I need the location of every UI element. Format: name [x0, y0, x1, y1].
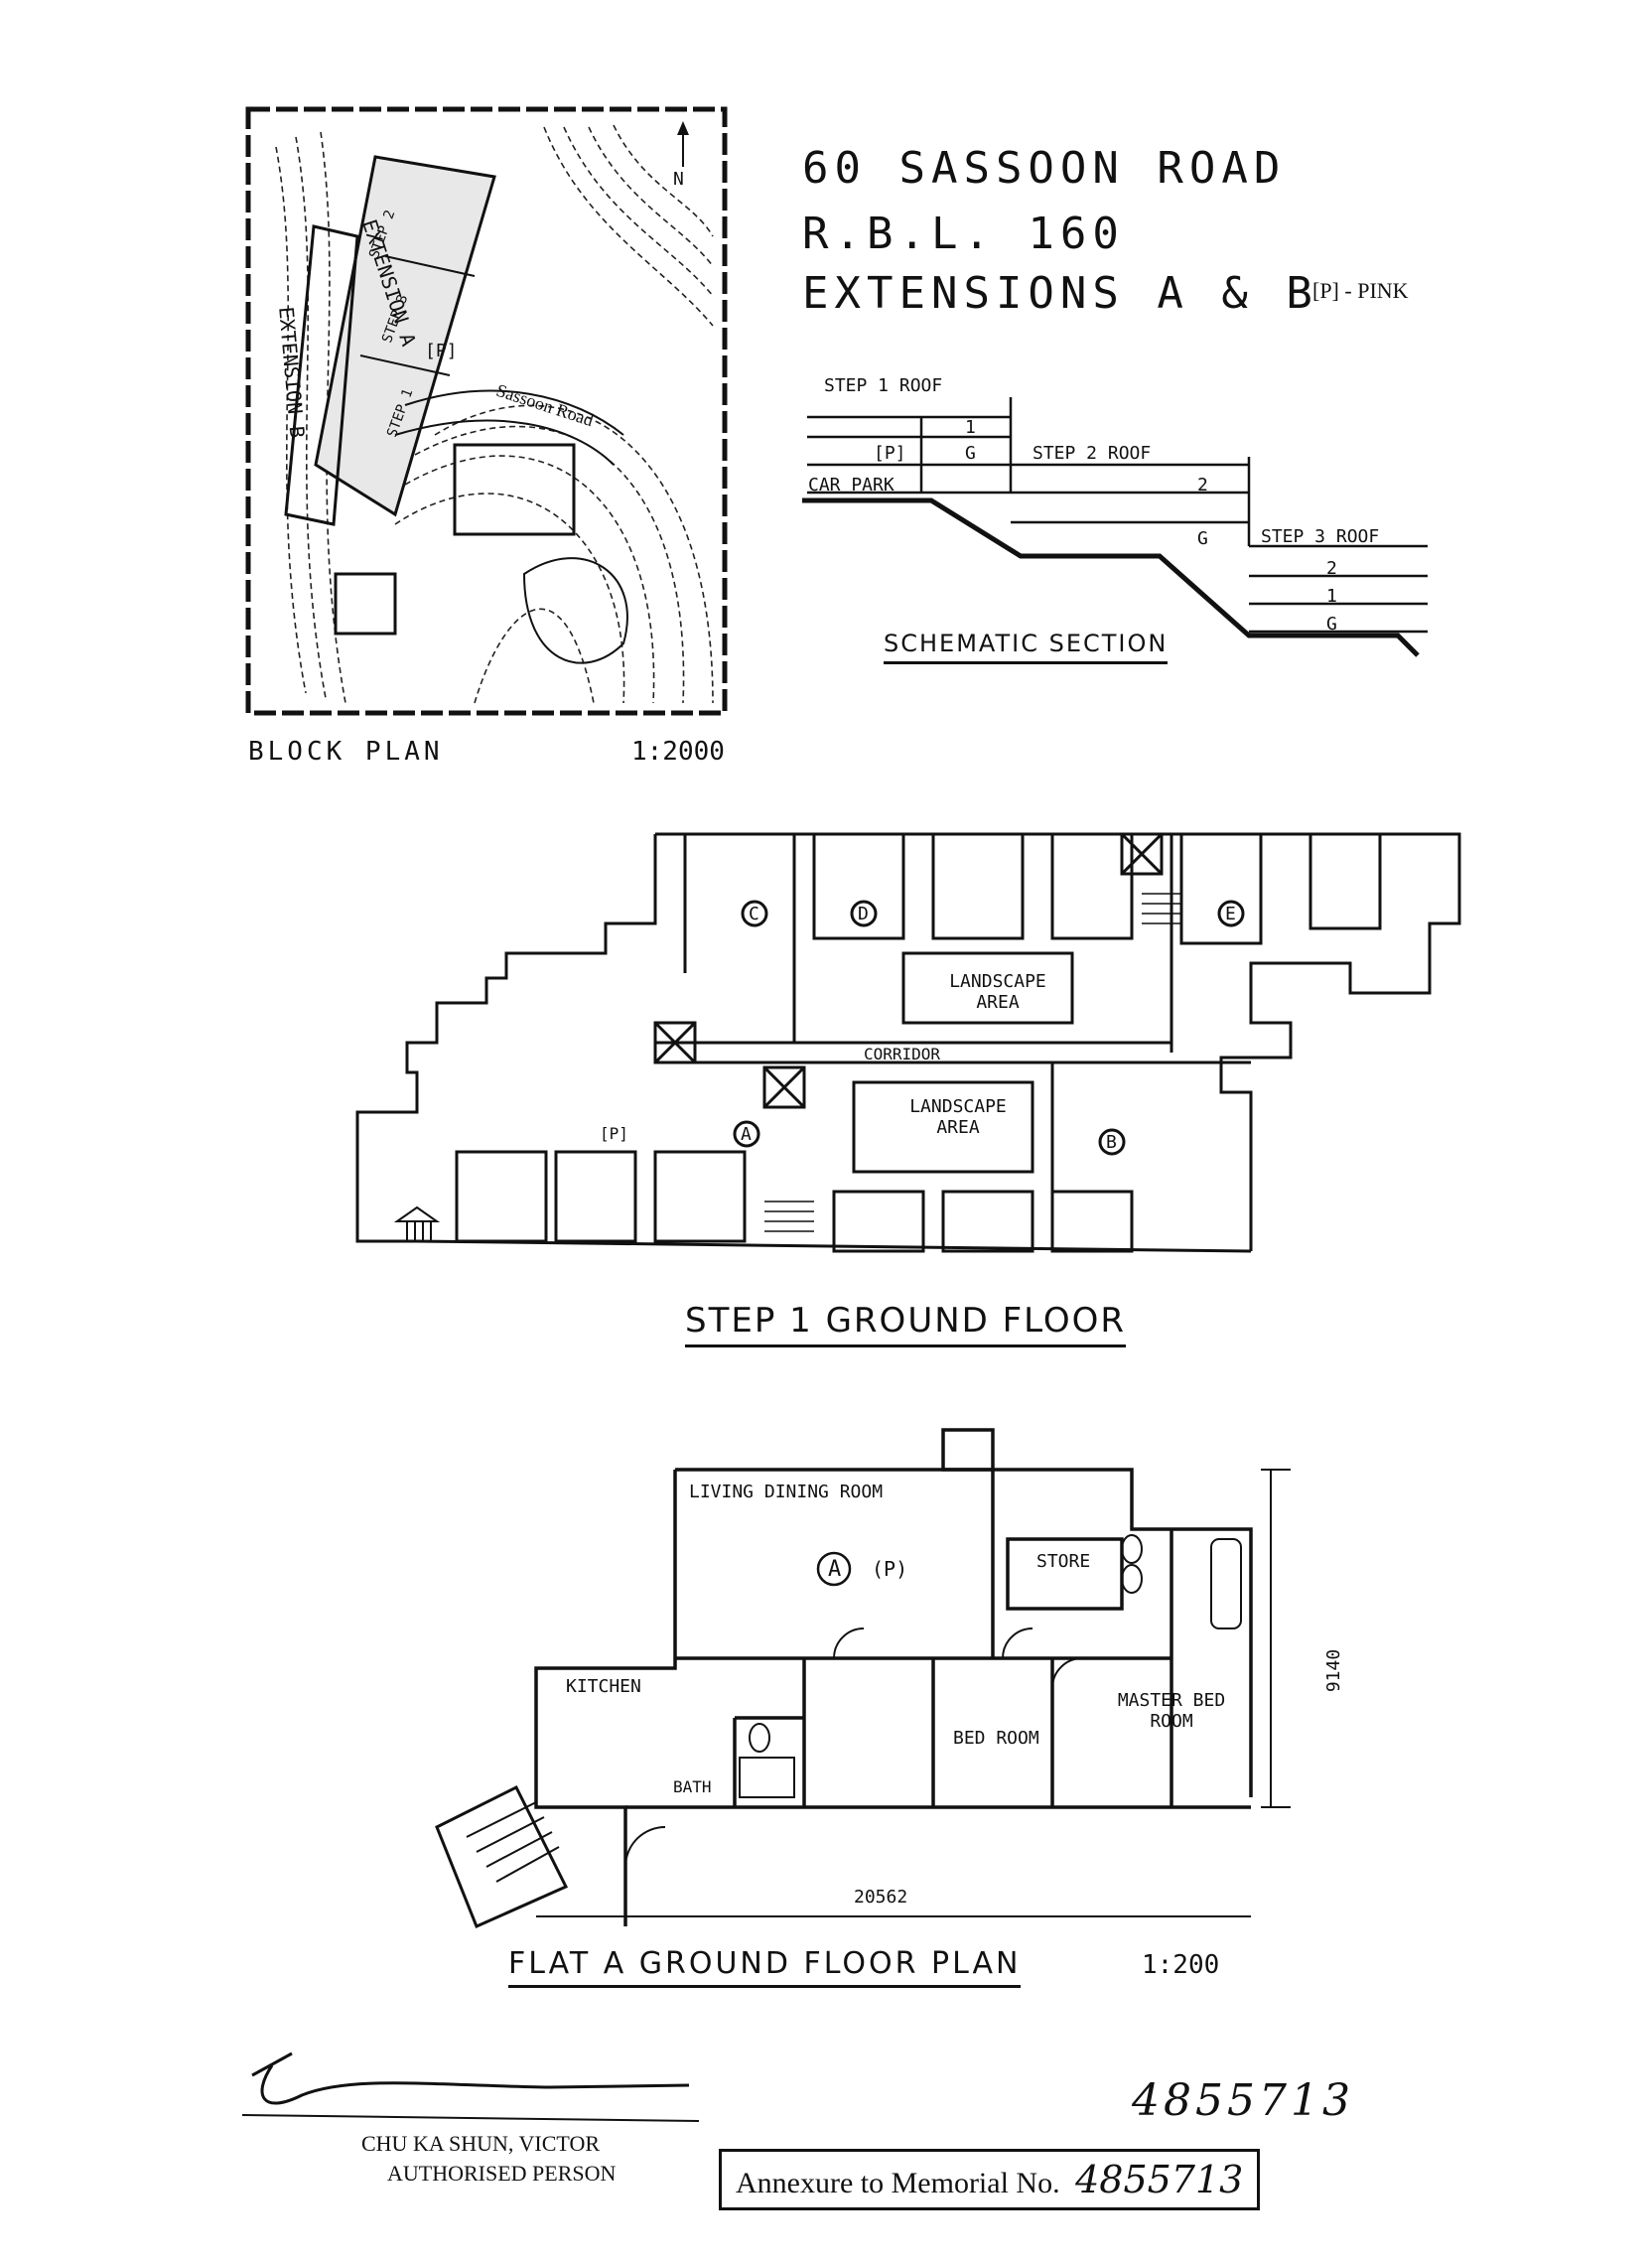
- section-step3-level2: 2: [1326, 558, 1337, 579]
- block-plan-caption: BLOCK PLAN: [248, 737, 444, 767]
- step1-landscape-area-1: LANDSCAPE AREA: [949, 971, 1046, 1013]
- signature-stroke-icon: [241, 2051, 700, 2122]
- title-lot: R.B.L. 160: [802, 209, 1125, 259]
- step1-flat-b: B: [1106, 1132, 1117, 1153]
- block-plan-north-icon: N: [673, 169, 684, 190]
- step1-plan-caption: STEP 1 GROUND FLOOR: [685, 1301, 1127, 1347]
- flat-a-mark: A: [828, 1557, 842, 1582]
- step1-flat-e: E: [1225, 904, 1236, 924]
- handwritten-memorial-number: 4855713: [1132, 2075, 1354, 2126]
- flat-a-kitchen: KITCHEN: [566, 1676, 641, 1697]
- schematic-section-caption: SCHEMATIC SECTION: [884, 630, 1169, 664]
- signature-mark: [232, 2026, 709, 2125]
- section-step2-roof: STEP 2 ROOF: [1032, 443, 1152, 464]
- step1-corridor: CORRIDOR: [864, 1045, 941, 1063]
- annexure-stamp: Annexure to Memorial No. 4855713: [719, 2149, 1261, 2210]
- block-plan: EXTENSION A EXTENSION B STEP 2 STEP 1 ST…: [245, 106, 728, 716]
- pink-legend-note: [P] - PINK: [1312, 278, 1409, 303]
- section-step1-p: [P]: [874, 443, 906, 464]
- schematic-section-drawing: [802, 397, 1428, 657]
- section-step2-g: G: [1197, 528, 1208, 549]
- signatory-name: CHU KA SHUN, VICTOR: [361, 2131, 601, 2156]
- section-step2-level2: 2: [1197, 475, 1208, 495]
- step1-landscape-area-2: LANDSCAPE AREA: [909, 1096, 1007, 1138]
- title-extensions: EXTENSIONS A & B: [802, 268, 1318, 319]
- section-step3-g: G: [1326, 614, 1337, 635]
- flat-a-dim-horizontal: 20562: [854, 1887, 908, 1908]
- section-step1-g: G: [965, 443, 976, 464]
- section-step3-level1: 1: [1326, 586, 1337, 607]
- section-step1-level1: 1: [965, 417, 976, 438]
- block-plan-scale: 1:2000: [631, 737, 725, 767]
- flat-a-store: STORE: [1036, 1551, 1091, 1572]
- section-car-park: CAR PARK: [808, 475, 895, 495]
- annexure-number: 4855713: [1075, 2158, 1244, 2201]
- flat-a-living-dining: LIVING DINING ROOM: [689, 1482, 884, 1502]
- step1-flat-d: D: [858, 904, 869, 924]
- block-plan-p-mark: [P]: [425, 341, 458, 361]
- section-step3-roof: STEP 3 ROOF: [1261, 526, 1380, 547]
- step1-flat-c: C: [749, 904, 759, 924]
- step1-flat-a: A: [741, 1124, 752, 1145]
- flat-a-dim-vertical: 9140: [1323, 1648, 1345, 1693]
- annexure-label: Annexure to Memorial No.: [736, 2167, 1060, 2199]
- signatory-role: AUTHORISED PERSON: [387, 2161, 617, 2186]
- flat-a-plan-caption: FLAT A GROUND FLOOR PLAN: [508, 1946, 1022, 1988]
- flat-a-master-bed: MASTER BED ROOM: [1117, 1690, 1226, 1732]
- flat-a-bath: BATH: [673, 1777, 712, 1796]
- flat-a-plan-scale: 1:200: [1142, 1950, 1220, 1980]
- flat-a-bedroom: BED ROOM: [953, 1728, 1039, 1749]
- flat-a-p-mark: (P): [872, 1557, 908, 1581]
- step1-flat-a-p: [P]: [600, 1124, 628, 1143]
- flat-a-floor-plan-drawing: [435, 1428, 1291, 1929]
- title-address: 60 SASSOON ROAD: [802, 143, 1287, 194]
- step1-floor-plan-drawing: [355, 832, 1461, 1253]
- section-step1-roof: STEP 1 ROOF: [824, 375, 943, 396]
- block-plan-drawing: [245, 106, 728, 716]
